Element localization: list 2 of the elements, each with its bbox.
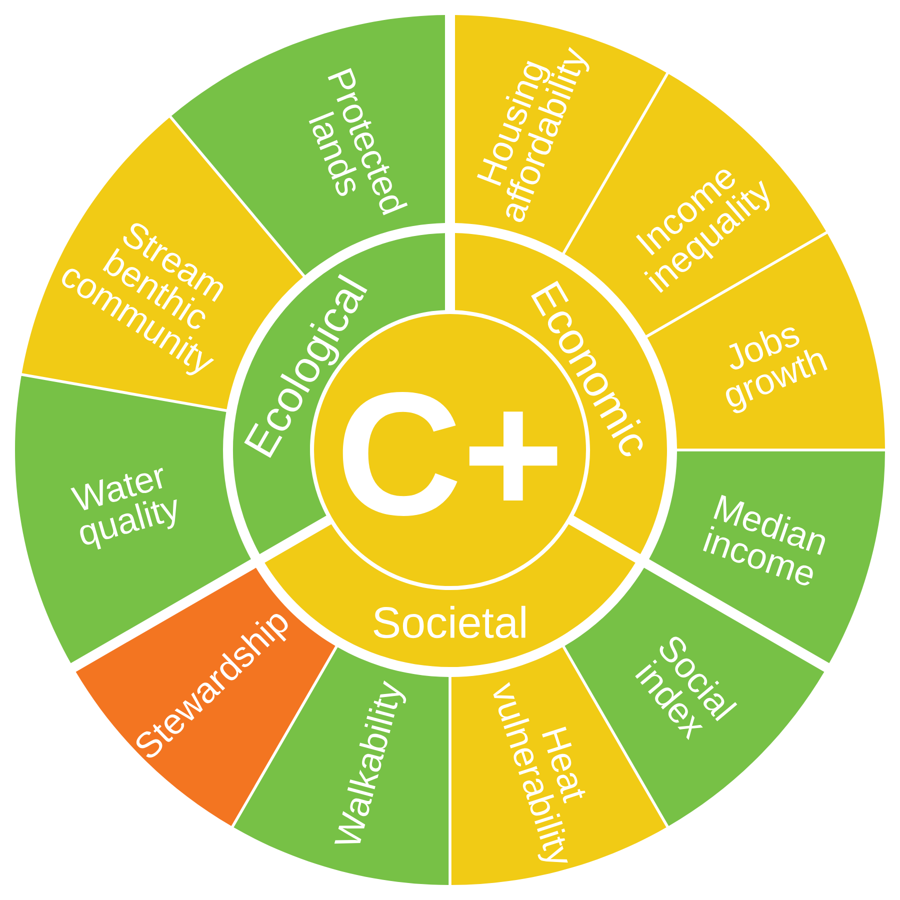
node-label: Societal: [374, 606, 526, 638]
node-label: Water quality: [70, 468, 177, 550]
